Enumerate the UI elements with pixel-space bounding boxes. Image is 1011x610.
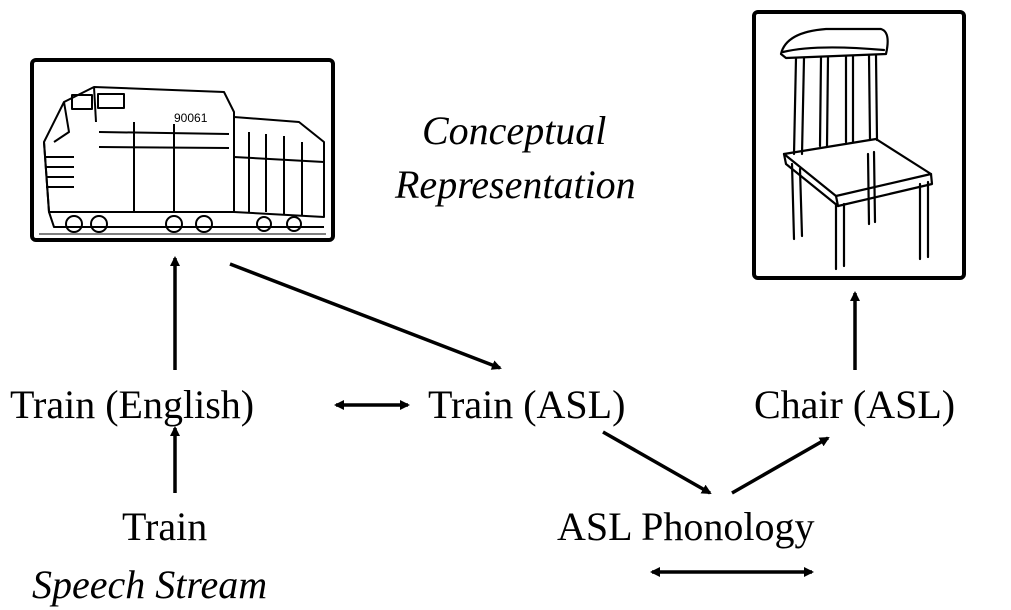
chair-illustration [779, 27, 934, 271]
speech-stream-label: Speech Stream [32, 562, 268, 607]
svg-text:90061: 90061 [174, 111, 208, 125]
train-illustration: 90061 [39, 86, 326, 235]
concept-title-line2: Representation [395, 162, 636, 207]
concept-title-line1: Conceptual [422, 108, 607, 153]
asl-phonology-label: ASL Phonology [557, 504, 815, 549]
train-asl-label: Train (ASL) [428, 382, 626, 427]
train-image-box: 90061 [30, 58, 335, 242]
chair-image-box [752, 10, 966, 280]
arrow-train-asl-to-phonology [602, 430, 712, 495]
train-english-label: Train (English) [10, 382, 255, 427]
chair-asl-label: Chair (ASL) [754, 382, 956, 427]
train-speech-label: Train [122, 504, 208, 549]
arrow-concept-to-train-asl [229, 262, 502, 370]
arrow-phonology-to-chair-asl [731, 436, 830, 495]
